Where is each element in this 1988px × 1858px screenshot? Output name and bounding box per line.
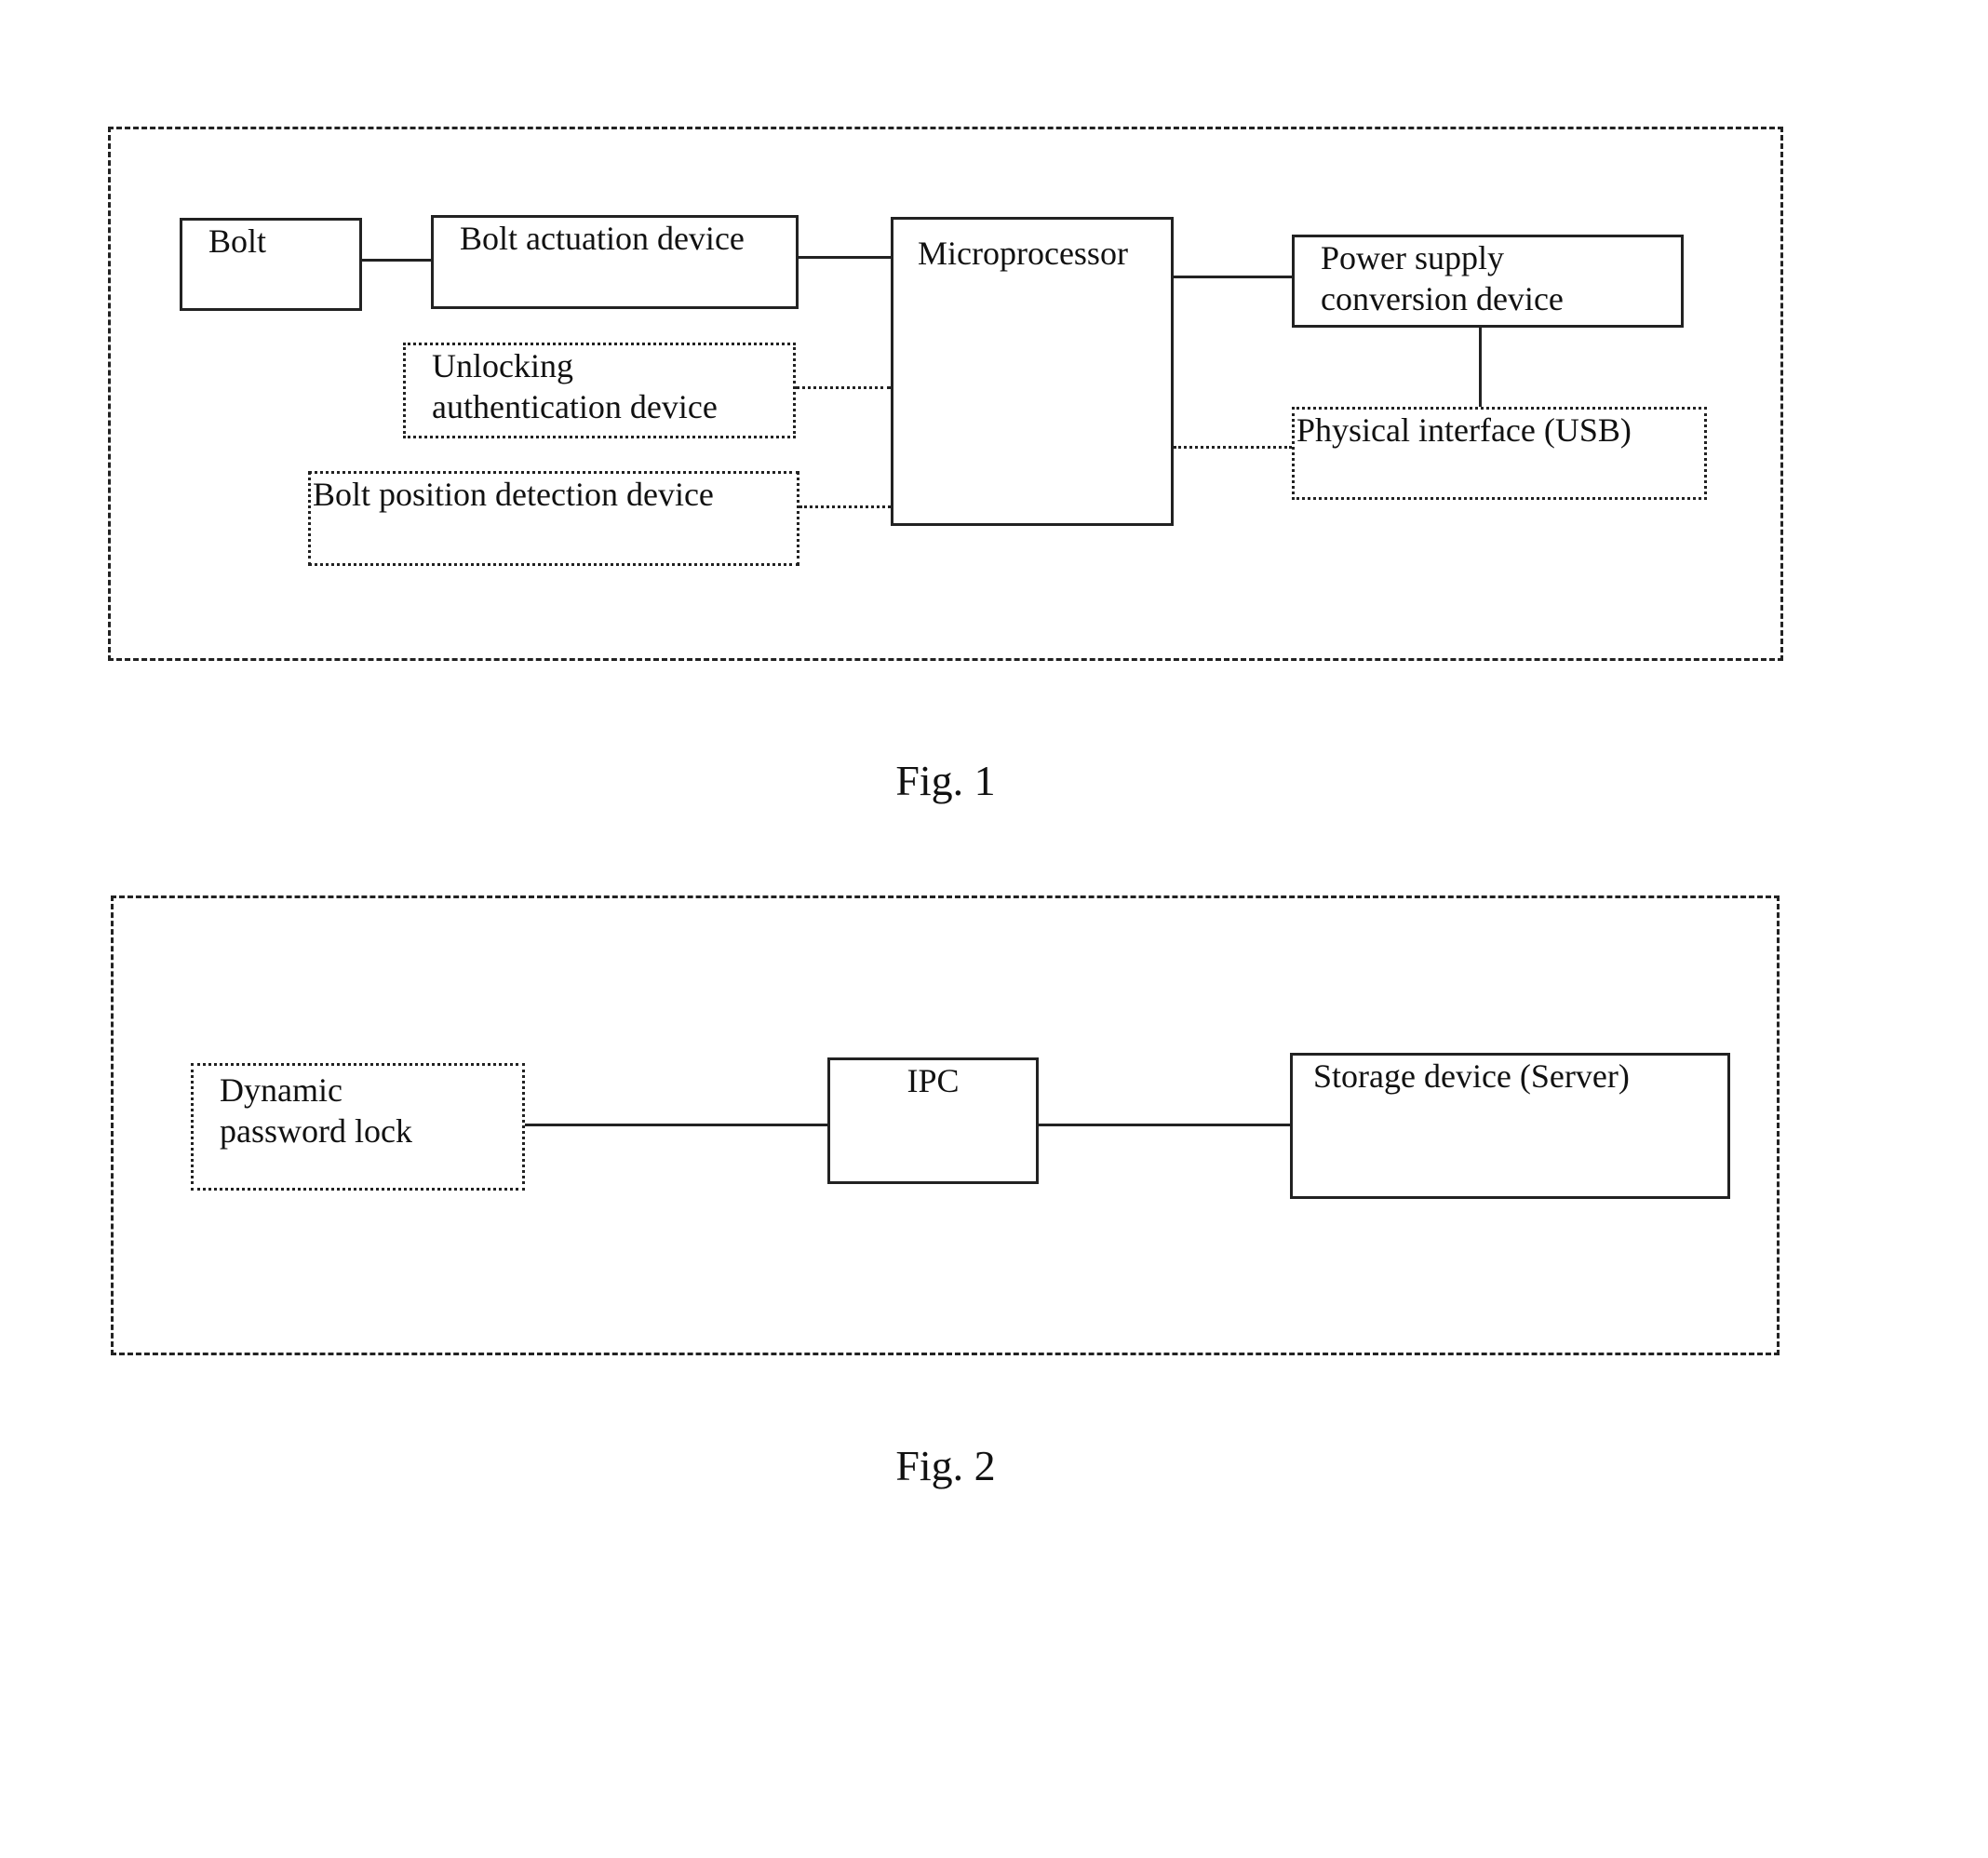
ipc-block: IPC bbox=[827, 1057, 1039, 1184]
bolt-block: Bolt bbox=[180, 218, 362, 311]
storage-device-block: Storage device (Server) bbox=[1290, 1053, 1730, 1199]
unlocking-authentication-block: Unlocking authentication device bbox=[403, 343, 796, 438]
dynamic-password-lock-block: Dynamic password lock bbox=[191, 1063, 525, 1191]
bolt-label: Bolt bbox=[208, 221, 339, 262]
unlocking-authentication-label-line2: authentication device bbox=[432, 386, 772, 427]
connector-bolt-to-actuation bbox=[362, 259, 431, 262]
physical-interface-block: Physical interface (USB) bbox=[1292, 407, 1707, 500]
fig1-caption: Fig. 1 bbox=[759, 756, 1132, 805]
connector-position-to-microprocessor bbox=[799, 505, 891, 508]
power-supply-label-line2: conversion device bbox=[1321, 278, 1655, 319]
dynamic-password-lock-label-line2: password lock bbox=[220, 1111, 502, 1151]
connector-unlocking-to-microprocessor bbox=[796, 386, 891, 389]
dynamic-password-lock-label-line1: Dynamic bbox=[220, 1070, 502, 1111]
bolt-position-detection-label: Bolt position detection device bbox=[313, 474, 776, 515]
connector-microprocessor-to-power bbox=[1174, 276, 1292, 278]
bolt-actuation-block: Bolt actuation device bbox=[431, 215, 799, 309]
connector-actuation-to-microprocessor bbox=[799, 256, 891, 259]
storage-device-label: Storage device (Server) bbox=[1313, 1056, 1707, 1097]
fig2-caption: Fig. 2 bbox=[759, 1441, 1132, 1490]
power-supply-conversion-block: Power supply conversion device bbox=[1292, 235, 1684, 328]
connector-microprocessor-to-interface bbox=[1174, 446, 1292, 449]
microprocessor-label: Microprocessor bbox=[918, 233, 1150, 274]
physical-interface-label: Physical interface (USB) bbox=[1296, 410, 1684, 451]
connector-ipc-to-storage bbox=[1039, 1124, 1290, 1126]
connector-power-to-interface bbox=[1479, 328, 1482, 407]
ipc-label: IPC bbox=[830, 1060, 1036, 1101]
power-supply-label-word2: supply bbox=[1415, 239, 1504, 276]
power-supply-label-word1: Power bbox=[1321, 239, 1406, 276]
bolt-position-detection-block: Bolt position detection device bbox=[308, 471, 799, 566]
microprocessor-block: Microprocessor bbox=[891, 217, 1174, 526]
bolt-actuation-label: Bolt actuation device bbox=[460, 218, 775, 259]
connector-lock-to-ipc bbox=[525, 1124, 827, 1126]
unlocking-authentication-label-line1: Unlocking bbox=[432, 345, 772, 386]
